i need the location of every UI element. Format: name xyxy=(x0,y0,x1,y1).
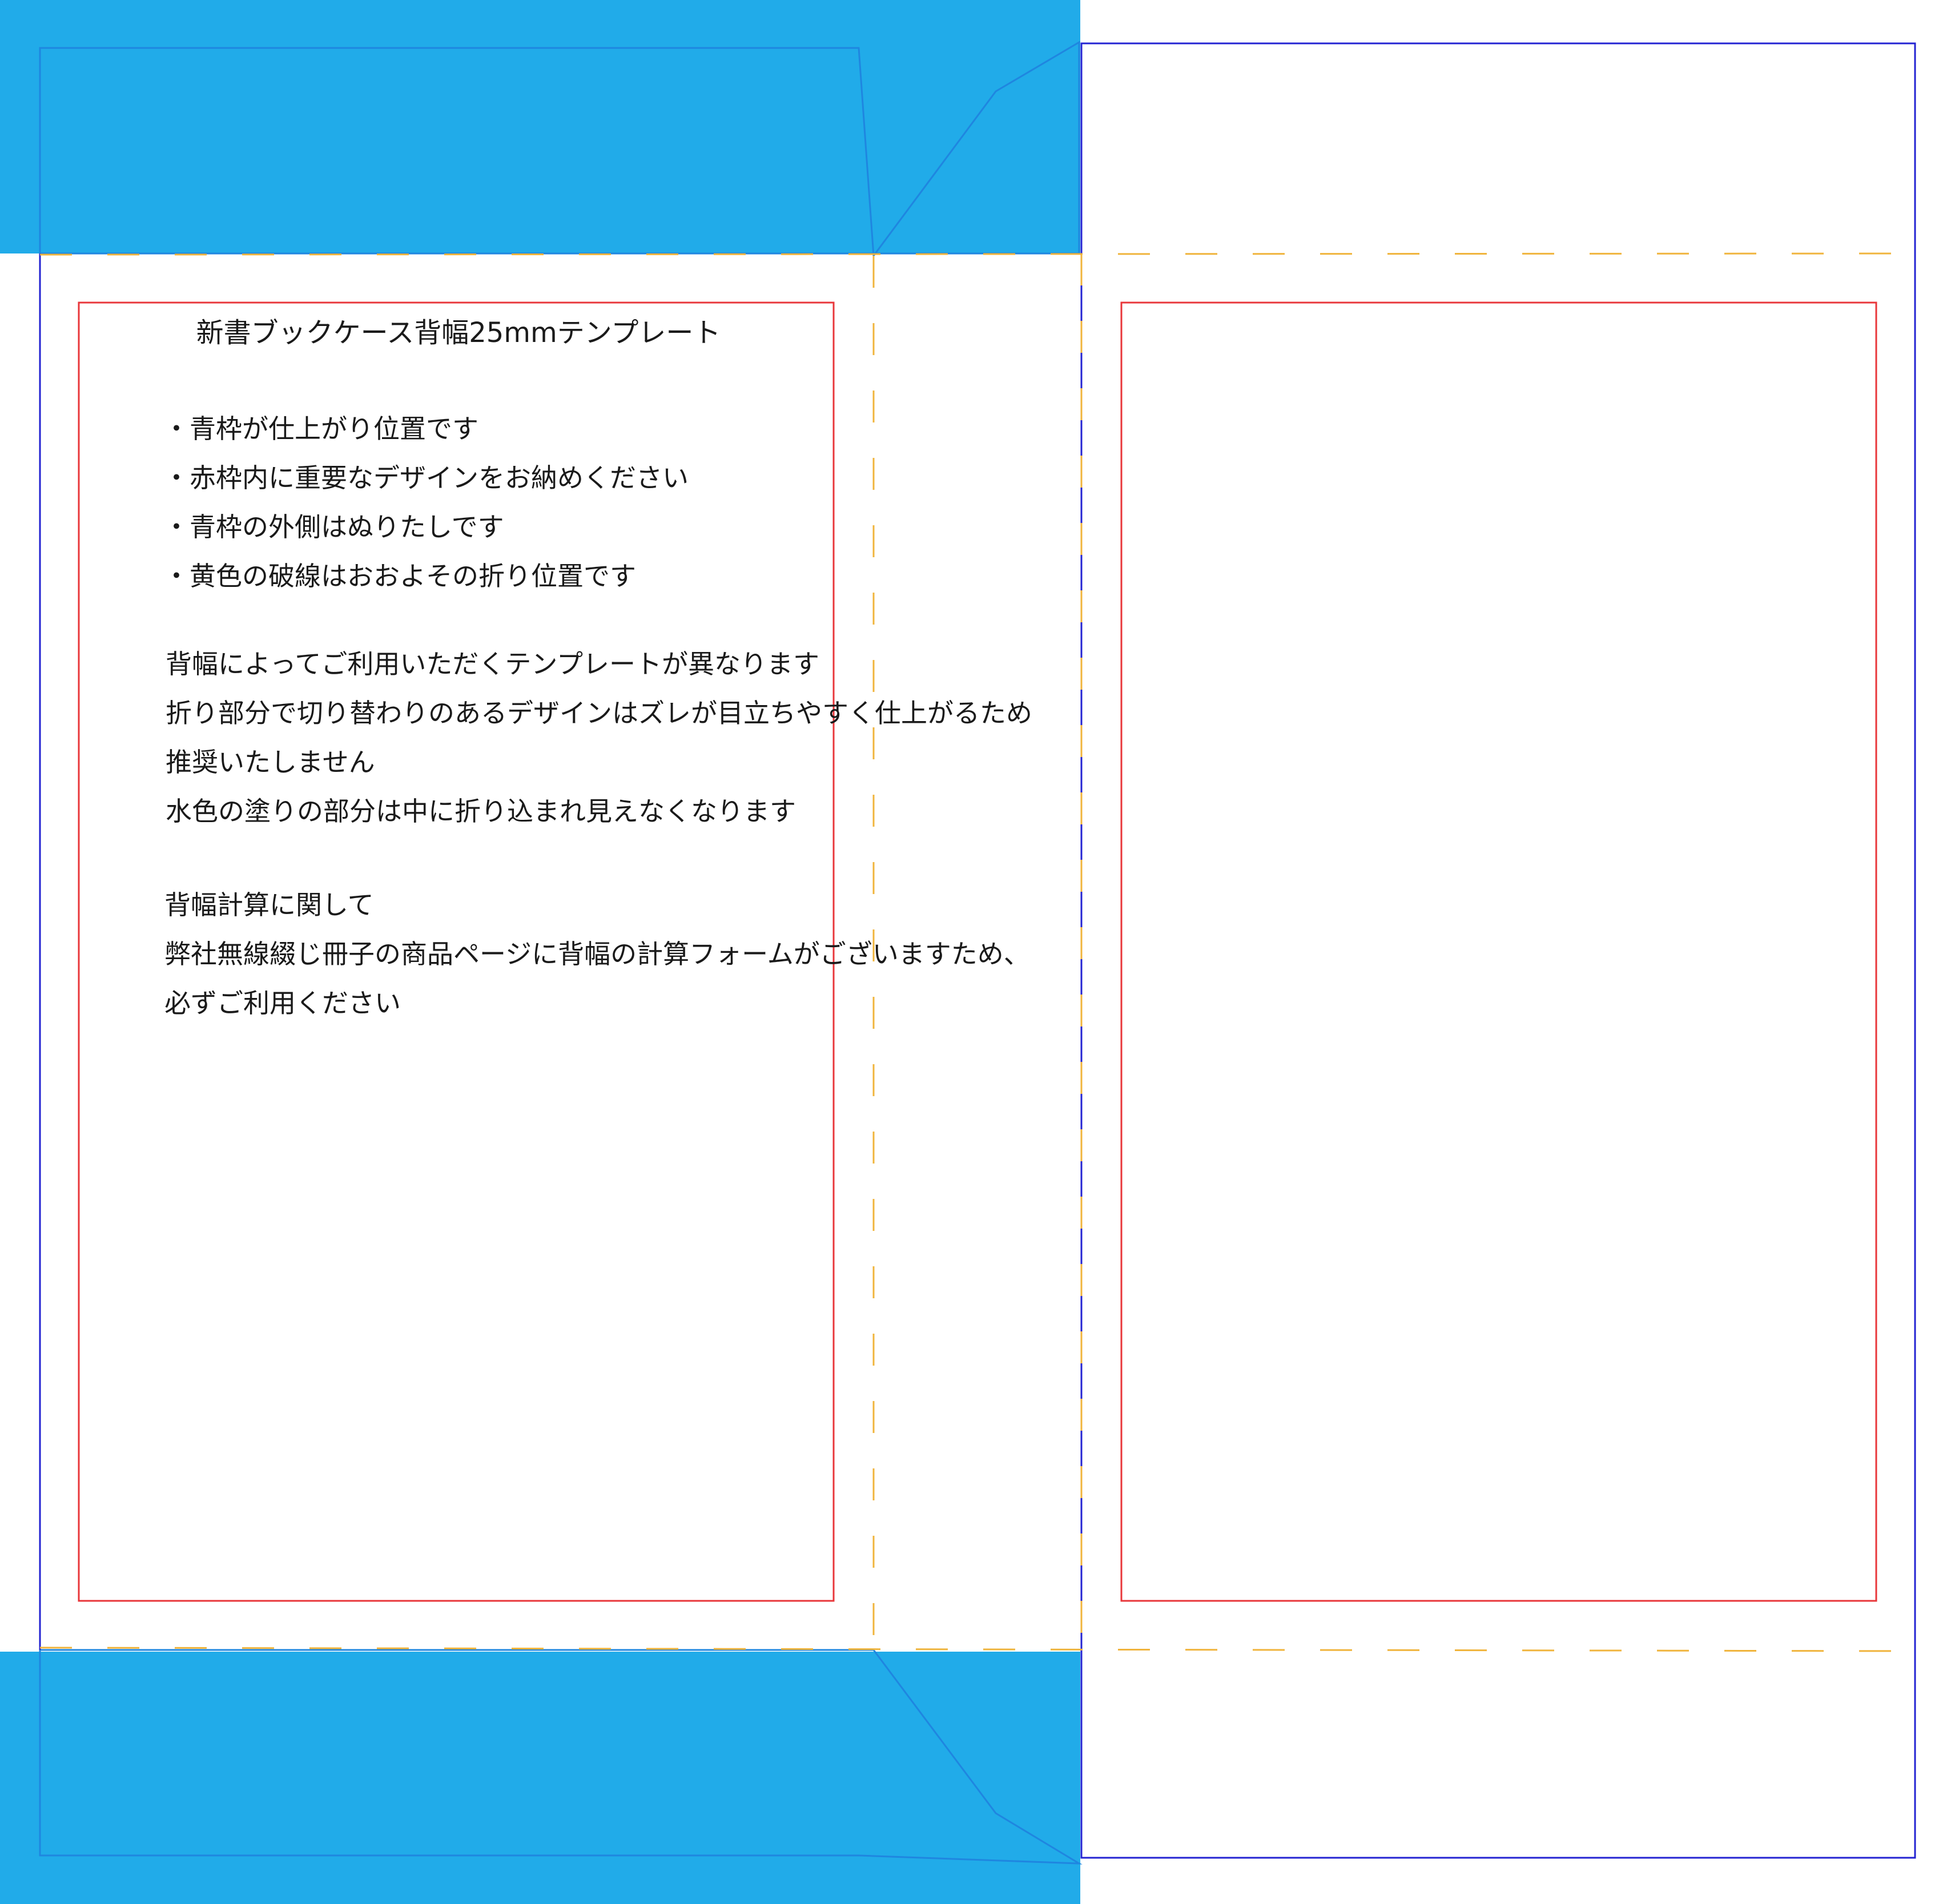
guideline-bullet: ・青枠の外側はぬりたしです xyxy=(163,512,504,542)
spine-calc-line: 弊社無線綴じ冊子の商品ページに背幅の計算フォームがございますため、 xyxy=(164,939,1030,969)
spine-calc-paragraph: 背幅計算に関して 弊社無線綴じ冊子の商品ページに背幅の計算フォームがございますた… xyxy=(164,880,1030,1028)
guideline-bullet: ・青枠が仕上がり位置です xyxy=(163,413,478,444)
notes-line: 推奨いたしません xyxy=(166,747,375,778)
notes-line: 背幅によってご利用いただくテンプレートが異なります xyxy=(166,649,819,679)
spine-calc-line: 背幅計算に関して xyxy=(164,889,374,920)
guideline-bullet: ・黄色の破線はおおよその折り位置です xyxy=(163,561,636,591)
safe-area-frame-left xyxy=(78,301,835,1602)
guideline-bullet-list: ・青枠が仕上がり位置です ・赤枠内に重要なデザインをお納めください ・青枠の外側… xyxy=(163,404,689,601)
bottom-flap-fill xyxy=(0,1652,1080,1904)
top-flap-fill xyxy=(0,0,1080,253)
notes-line: 水色の塗りの部分は中に折り込まれ見えなくなります xyxy=(166,796,796,827)
template-title: 新書ブックケース背幅25mmテンプレート xyxy=(196,317,721,349)
fold-line-top xyxy=(39,252,1916,256)
notes-line: 折り部分で切り替わりのあるデザインはズレが目立ちやすく仕上がるため xyxy=(166,698,1032,728)
top-flap-outline xyxy=(39,41,1080,259)
notes-paragraph: 背幅によってご利用いただくテンプレートが異なります 折り部分で切り替わりのあるデ… xyxy=(166,639,1032,836)
trim-outline-right-panel xyxy=(1080,42,1916,1859)
fold-line-bottom xyxy=(39,1647,1916,1652)
spine-calc-line: 必ずご利用ください xyxy=(164,988,401,1019)
safe-area-frame-right xyxy=(1120,301,1877,1602)
guideline-bullet: ・赤枠内に重要なデザインをお納めください xyxy=(163,462,689,493)
